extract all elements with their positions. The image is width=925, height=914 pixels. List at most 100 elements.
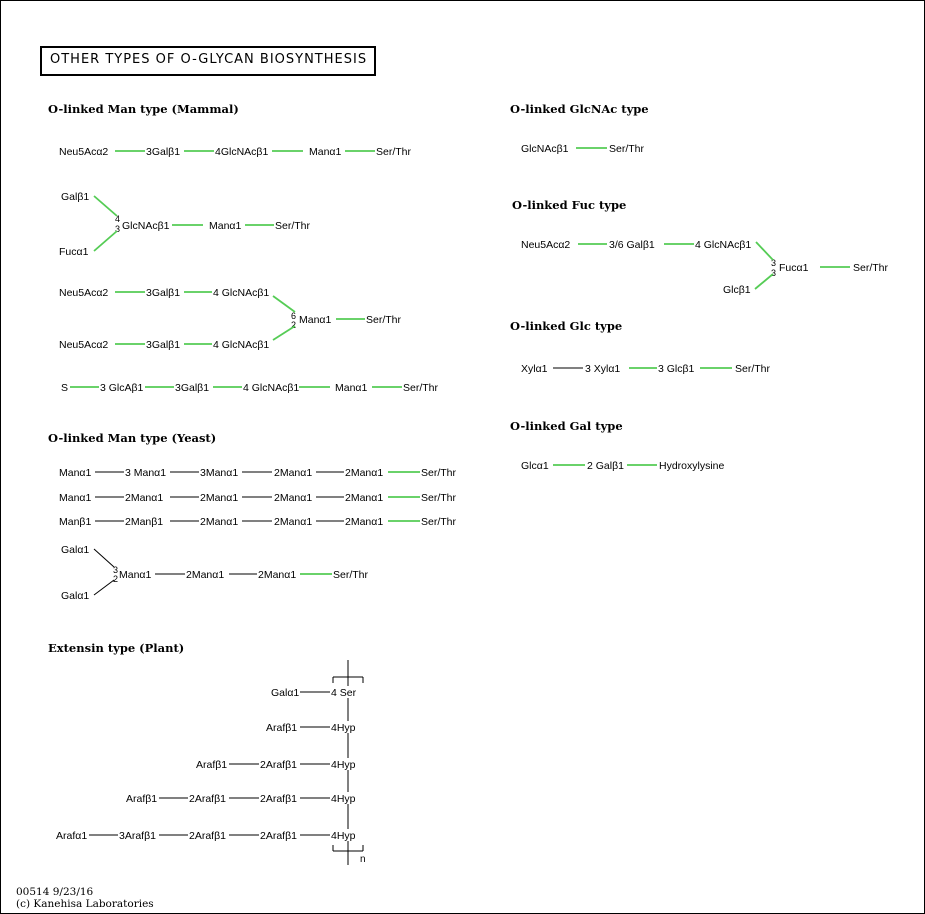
header-gal: O-linked Gal type (510, 419, 623, 433)
y4-residue: Manα1 (119, 569, 151, 581)
mm3l-residue: 3Galβ1 (146, 339, 180, 351)
ext-r1-residue: 4 Ser (331, 687, 357, 699)
page-title: OTHER TYPES OF O-GLYCAN BIOSYNTHESIS (50, 52, 368, 67)
fuc-residue: Ser/Thr (853, 262, 889, 274)
ext-r3-residue: Arafβ1 (196, 759, 227, 771)
y3-residue: 2Manβ1 (125, 516, 163, 528)
mm3-position: 2 (291, 320, 296, 330)
y1-residue: 2Manα1 (274, 467, 312, 479)
mm4-residue: 4 GlcNAcβ1 (243, 382, 299, 394)
mm3l-residue: 4 GlcNAcβ1 (213, 339, 269, 351)
mm2-residue: Fucα1 (59, 246, 89, 258)
fuc-residue: Fucα1 (779, 262, 809, 274)
mm4-residue: 3Galβ1 (175, 382, 209, 394)
header-man-yeast: O-linked Man type (Yeast) (48, 431, 217, 445)
glc-residue: 3 Xylα1 (585, 363, 620, 375)
glcnac-residue: GlcNAcβ1 (521, 143, 569, 155)
mm3-link (272, 325, 296, 341)
y1-residue: 3 Manα1 (125, 467, 166, 479)
mm2-link (93, 195, 118, 217)
mm2-residue: Manα1 (209, 220, 241, 232)
fuc-residue: 3/6 Galβ1 (609, 239, 655, 251)
ext-r5-residue: Arafα1 (56, 830, 87, 842)
mm3-link (272, 295, 296, 313)
glc-residue: Ser/Thr (735, 363, 771, 375)
y3-residue: 2Manα1 (200, 516, 238, 528)
glc-residue: Xylα1 (521, 363, 548, 375)
fuc-position: 3 (771, 268, 776, 278)
y3-residue: 2Manα1 (274, 516, 312, 528)
ext-r3-residue: 2Arafβ1 (260, 759, 297, 771)
y4-link (93, 579, 115, 596)
mm2-position: 4 (115, 214, 120, 224)
mm2-position: 3 (115, 224, 120, 234)
mm1-residue: 3Galβ1 (146, 146, 180, 158)
header-extensin: Extensin type (Plant) (48, 641, 185, 655)
fuc-residue: Glcβ1 (723, 284, 751, 296)
footer-version: 00514 9/23/16 (16, 886, 94, 898)
footer-copyright: (c) Kanehisa Laboratories (16, 898, 154, 910)
mm2-residue: Galβ1 (61, 191, 89, 203)
fuc-residue: Neu5Acα2 (521, 239, 570, 251)
y4-link (93, 548, 115, 568)
mm3-residue: Ser/Thr (366, 314, 402, 326)
mm3u-residue: 3Galβ1 (146, 287, 180, 299)
y3-residue: 2Manα1 (345, 516, 383, 528)
title-box (40, 46, 376, 76)
y3-residue: Manβ1 (59, 516, 91, 528)
y1-residue: 3Manα1 (200, 467, 238, 479)
ext-r2-residue: 4Hyp (331, 722, 356, 734)
y1-residue: Ser/Thr (421, 467, 457, 479)
y2-residue: 2Manα1 (345, 492, 383, 504)
ext-r1-residue: Galα1 (271, 687, 299, 699)
mm1-residue: Neu5Acα2 (59, 146, 108, 158)
ext-r5-residue: 2Arafβ1 (260, 830, 297, 842)
header-glc: O-linked Glc type (510, 319, 623, 333)
y3-residue: Ser/Thr (421, 516, 457, 528)
mm2-link (93, 230, 118, 252)
header-man-mammal: O-linked Man type (Mammal) (48, 102, 239, 116)
ext-r2-residue: Arafβ1 (266, 722, 297, 734)
y4-position: 3 (113, 565, 118, 575)
y2-residue: 2Manα1 (125, 492, 163, 504)
ext-r5-residue: 4Hyp (331, 830, 356, 842)
y4-residue: Galα1 (61, 590, 89, 602)
y4-residue: 2Manα1 (186, 569, 224, 581)
header-fuc: O-linked Fuc type (512, 198, 627, 212)
mm3l-residue: Neu5Acα2 (59, 339, 108, 351)
glc-residue: 3 Glcβ1 (658, 363, 695, 375)
fuc-link (754, 273, 774, 290)
mm1-residue: 4GlcNAcβ1 (215, 146, 268, 158)
ext-r5-residue: 3Arafβ1 (119, 830, 156, 842)
glcnac-residue: Ser/Thr (609, 143, 645, 155)
fuc-link (755, 241, 774, 261)
mm4-residue: S (61, 382, 68, 394)
mm4-residue: Ser/Thr (403, 382, 439, 394)
gal-residue: 2 Galβ1 (587, 460, 624, 472)
mm1-residue: Manα1 (309, 146, 341, 158)
mm3-position: 6 (291, 311, 296, 321)
mm2-residue: Ser/Thr (275, 220, 311, 232)
y4-residue: 2Manα1 (258, 569, 296, 581)
ext-r5-residue: 2Arafβ1 (189, 830, 226, 842)
ext-r3-residue: 4Hyp (331, 759, 356, 771)
fuc-position: 3 (771, 258, 776, 268)
ext-r4-residue: 4Hyp (331, 793, 356, 805)
mm2-residue: GlcNAcβ1 (122, 220, 170, 232)
ext-r4-residue: Arafβ1 (126, 793, 157, 805)
ext-repeat-count: n (360, 854, 366, 865)
gal-residue: Glcα1 (521, 460, 549, 472)
mm4-residue: Manα1 (335, 382, 367, 394)
y4-residue: Galα1 (61, 544, 89, 556)
mm3-residue: Manα1 (299, 314, 331, 326)
y1-residue: Manα1 (59, 467, 91, 479)
y4-position: 2 (113, 574, 118, 584)
ext-r4-residue: 2Arafβ1 (260, 793, 297, 805)
mm3u-residue: Neu5Acα2 (59, 287, 108, 299)
fuc-residue: 4 GlcNAcβ1 (695, 239, 751, 251)
y4-residue: Ser/Thr (333, 569, 369, 581)
gal-residue: Hydroxylysine (659, 460, 725, 472)
y1-residue: 2Manα1 (345, 467, 383, 479)
mm4-residue: 3 GlcAβ1 (100, 382, 144, 394)
